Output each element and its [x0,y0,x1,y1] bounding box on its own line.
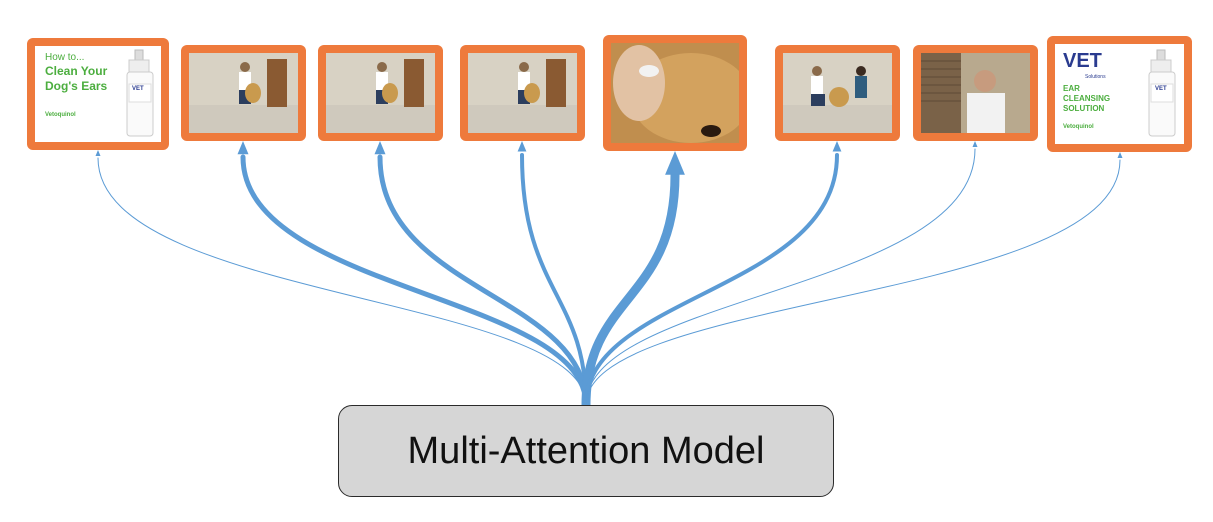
title-line-2: Clean Your [45,64,108,78]
attention-arrow-4 [520,153,588,407]
bottle-label: VET [132,86,144,92]
title-line-1: How to... [45,52,85,63]
vet-logo: VET [1063,50,1102,72]
title-card: How to... Clean Your Dog's Ears Vetoquin… [35,46,161,142]
video-frame [921,53,1030,133]
vet-with-dog-scene [326,53,435,133]
bottle-icon [126,49,154,137]
thumbnail-6 [775,45,900,141]
arrowhead-2 [237,141,249,155]
model-label: Multi-Attention Model [407,429,765,472]
attention-arrow-5 [581,170,680,410]
thumbnail-3 [318,45,443,141]
arrowhead-6 [832,141,842,152]
bottle-label: VET [1155,86,1167,92]
video-frame [326,53,435,133]
video-frame [189,53,298,133]
arrowhead-3 [374,141,386,155]
product-line-2: CLEANSING [1063,94,1111,103]
thumbnail-8: VET Solutions EAR CLEANSING SOLUTION Vet… [1047,36,1192,152]
product-line-3: SOLUTION [1063,104,1105,113]
bottle-icon [1148,49,1176,137]
ear-closeup-scene [611,43,739,143]
attention-arrow-2 [240,154,589,408]
arrowhead-5 [665,151,685,175]
attention-arrow-1 [97,157,587,406]
vet-logo-sub: Solutions [1085,74,1106,80]
video-frame [468,53,577,133]
arrowhead-4 [517,141,527,152]
vet-talking-scene [921,53,1030,133]
brand-label: Vetoquinol [45,112,76,118]
thumbnail-2 [181,45,306,141]
thumbnail-1: How to... Clean Your Dog's Ears Vetoquin… [27,38,169,150]
thumbnail-7 [913,45,1038,141]
attention-arrow-3 [377,154,589,408]
brand-label: Vetoquinol [1063,124,1094,130]
video-frame [611,43,739,143]
arrowhead-1 [95,150,101,156]
product-line-1: EAR [1063,84,1080,93]
vet-with-dog-scene [468,53,577,133]
title-line-3: Dog's Ears [45,79,108,93]
product-card: VET Solutions EAR CLEANSING SOLUTION Vet… [1055,44,1184,144]
thumbnail-5 [603,35,747,151]
vet-with-dog-scene [189,53,298,133]
arrowhead-7 [972,141,978,147]
multi-attention-model-box: Multi-Attention Model [338,405,834,497]
attention-arrow-6 [584,153,839,407]
attention-arrow-7 [585,148,976,406]
vet-and-assistant-scene [783,53,892,133]
video-frame [783,53,892,133]
thumbnail-4 [460,45,585,141]
arrowhead-8 [1117,152,1123,158]
attention-arrow-8 [585,159,1121,406]
